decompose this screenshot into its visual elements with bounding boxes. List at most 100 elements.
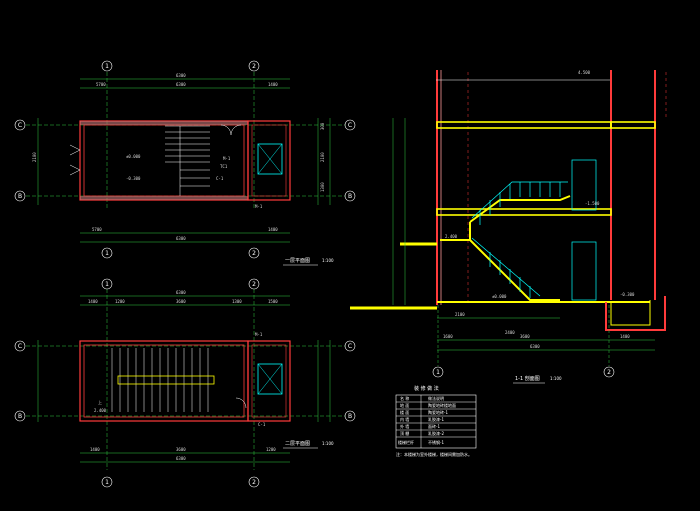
axis-b-label: B xyxy=(348,193,352,200)
drawing-title: 1-1 剖面图 xyxy=(515,375,540,382)
dim-text: 1200 xyxy=(266,447,276,452)
table-cell: 地 面 xyxy=(400,402,409,408)
table-cell: 乳胶漆-1 xyxy=(428,416,444,422)
table-note: 注：本楼梯为室外楼梯，楼梯间需加防水。 xyxy=(396,451,472,457)
axis-b-bubble-right xyxy=(344,410,356,422)
axis-c-bubble-right xyxy=(344,340,356,352)
axis-2-label: 2 xyxy=(252,63,256,70)
level-mark: -0.300 xyxy=(126,176,141,181)
axis-1-bubble-top xyxy=(101,278,113,290)
axis-c-label: C xyxy=(348,122,352,129)
dim-text: 2100 xyxy=(320,152,325,162)
axis-b-label: B xyxy=(18,413,22,420)
axis-1-label: 1 xyxy=(105,281,109,288)
axis-1-bubble xyxy=(432,366,444,378)
dim-text: 6300 xyxy=(176,456,186,461)
table-header: 名 称 xyxy=(400,395,409,401)
level-mark: ±0.000 xyxy=(492,294,507,299)
table-cell: 内 墙 xyxy=(400,416,409,422)
dim-text: 6300 xyxy=(176,236,186,241)
axis-b-label: B xyxy=(18,193,22,200)
tag: TC1 xyxy=(220,164,228,169)
axis-c-label: C xyxy=(348,343,352,350)
dim-text: 300 xyxy=(320,122,325,130)
axis-1-label: 1 xyxy=(105,63,109,70)
level-mark: -1.500 xyxy=(585,201,600,206)
window-tag: C-1 xyxy=(258,422,266,427)
axis-c-bubble-right xyxy=(344,119,356,131)
axis-1-label: 1 xyxy=(436,369,440,376)
axis-1-bubble-bottom xyxy=(101,247,113,259)
table-header: 做法说明 xyxy=(428,395,444,401)
axis-2-bubble-bottom xyxy=(248,476,260,488)
dim-text: 1400 xyxy=(268,227,278,232)
second-floor-plan: 1 2 1400 1200 3600 1300 1500 6300 C B C … xyxy=(14,278,356,488)
table-cell: 乳胶漆-2 xyxy=(428,430,444,436)
axis-1-label: 1 xyxy=(105,250,109,257)
table-cell: 不锈钢-1 xyxy=(428,439,444,445)
dim-text: 1200 xyxy=(115,299,125,304)
axis-2-label: 2 xyxy=(607,369,611,376)
axis-1-bubble-top xyxy=(101,60,113,72)
ground-floor-plan: 1 2 5700 6300 1400 6300 C B C B 2100 300… xyxy=(14,60,356,266)
dim-text: 6300 xyxy=(176,73,186,78)
door-tag: M-1 xyxy=(255,204,263,209)
table-cell: 面砖-1 xyxy=(428,423,440,429)
dim-text: 1500 xyxy=(268,299,278,304)
table-cell: 楼梯栏杆 xyxy=(398,439,414,445)
dim-text: 6300 xyxy=(176,82,186,87)
drawing-title: 二层平面图 xyxy=(285,441,310,447)
axis-2-label: 2 xyxy=(252,250,256,257)
level-mark: -0.300 xyxy=(620,292,635,297)
axis-2-label: 2 xyxy=(252,479,256,486)
axis-b-bubble-left xyxy=(14,190,26,202)
drawing-scale: 1:100 xyxy=(322,441,334,446)
axis-2-bubble-top xyxy=(248,278,260,290)
dim-text: 5700 xyxy=(92,227,102,232)
dim-text: 1400 xyxy=(88,299,98,304)
axis-2-bubble-bottom xyxy=(248,247,260,259)
axis-c-bubble-left xyxy=(14,119,26,131)
axis-1-bubble-bottom xyxy=(101,476,113,488)
table-cell: 陶瓷地砖楼地面 xyxy=(428,402,456,408)
dim-text: 6300 xyxy=(176,290,186,295)
table-cell: 顶 棚 xyxy=(400,430,409,436)
axis-c-label: C xyxy=(18,122,22,129)
dim-text: 2100 xyxy=(455,312,465,317)
dim-text: 3600 xyxy=(520,334,530,339)
axis-c-label: C xyxy=(18,343,22,350)
level-mark: ±0.000 xyxy=(126,154,141,159)
drawing-scale: 1:100 xyxy=(322,258,334,263)
dim-text: 1400 xyxy=(620,334,630,339)
axis-1-label: 1 xyxy=(105,479,109,486)
level-mark: 4.500 xyxy=(578,70,591,75)
dim-text: 6300 xyxy=(530,344,540,349)
level-mark: 2.400 xyxy=(94,408,107,413)
axis-b-label: B xyxy=(348,413,352,420)
level-mark: 2.400 xyxy=(445,234,458,239)
stair-direction: 上 xyxy=(98,399,102,405)
finish-table: 装 修 做 法 名 称 做法说明 地 面 陶瓷地砖楼地面 楼 面 陶瓷地砖-1 … xyxy=(395,385,477,457)
table-cell: 楼 面 xyxy=(400,409,409,415)
dim-text: 3600 xyxy=(176,447,186,452)
axis-b-bubble-left xyxy=(14,410,26,422)
axis-c-bubble-left xyxy=(14,340,26,352)
dim-text: 1300 xyxy=(320,182,325,192)
axis-2-label: 2 xyxy=(252,281,256,288)
dim-text: 2100 xyxy=(32,152,37,162)
window-tag: C-1 xyxy=(216,176,224,181)
dim-text: 5700 xyxy=(96,82,106,87)
table-cell: 外 墙 xyxy=(400,423,409,429)
section-1-1: 4.500 xyxy=(350,70,667,384)
door-tag: M-1 xyxy=(223,156,231,161)
drawing-title: 一层平面图 xyxy=(285,258,310,264)
dim-text: 2400 xyxy=(505,330,515,335)
dim-text: 1300 xyxy=(232,299,242,304)
drawing-scale: 1:100 xyxy=(550,376,562,381)
axis-2-bubble-top xyxy=(248,60,260,72)
table-title: 装 修 做 法 xyxy=(414,385,439,392)
dim-text: 1400 xyxy=(268,82,278,87)
axis-b-bubble-right xyxy=(344,190,356,202)
dim-text: 1400 xyxy=(90,447,100,452)
